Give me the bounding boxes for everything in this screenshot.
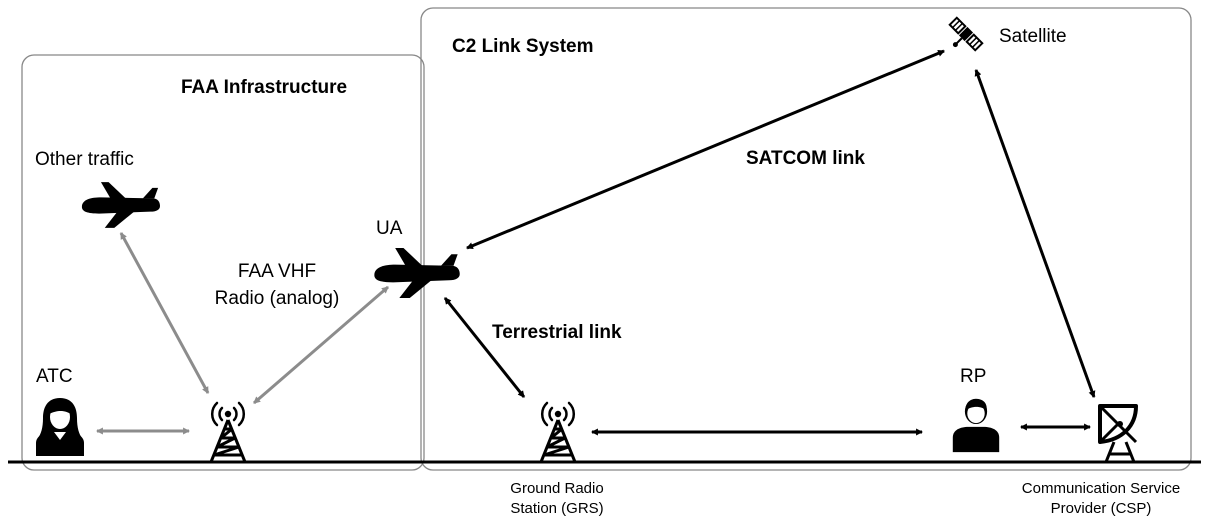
grs-radio-tower-icon xyxy=(539,401,577,462)
atc-person-icon xyxy=(36,398,84,456)
c2-link-system-region xyxy=(420,7,1192,471)
vhf-radio-label-line1: FAA VHF xyxy=(238,261,316,282)
other-traffic-label: Other traffic xyxy=(35,149,134,170)
csp-label-line2: Provider (CSP) xyxy=(1051,500,1152,517)
faa-infrastructure-region xyxy=(21,54,425,471)
grs-label-line1: Ground Radio xyxy=(510,480,603,497)
csp-label-line1: Communication Service xyxy=(1022,480,1180,497)
faa-infrastructure-title: FAA Infrastructure xyxy=(181,77,347,98)
grs-label-line2: Station (GRS) xyxy=(510,500,603,517)
satellite-to-csp-link xyxy=(974,69,1096,398)
terrestrial-link-label: Terrestrial link xyxy=(492,322,622,343)
other-traffic-to-tower-link xyxy=(119,232,210,394)
atc-label: ATC xyxy=(36,366,73,387)
satellite-icon xyxy=(946,16,984,54)
satcom-link xyxy=(466,49,945,250)
other-traffic-airplane-icon xyxy=(81,182,160,228)
c2-link-system-title: C2 Link System xyxy=(452,36,594,57)
faa-radio-tower-icon xyxy=(209,401,247,462)
rp-label: RP xyxy=(960,366,986,387)
vhf-radio-label-line2: Radio (analog) xyxy=(215,288,340,309)
ua-airplane-icon xyxy=(374,248,460,298)
ua-label: UA xyxy=(376,218,403,239)
terrestrial-link xyxy=(443,297,526,398)
tower-to-ua-link xyxy=(253,285,389,405)
rp-person-icon xyxy=(952,398,1000,453)
satellite-label: Satellite xyxy=(999,26,1067,47)
satcom-link-label: SATCOM link xyxy=(746,148,865,169)
csp-satellite-dish-icon xyxy=(1098,404,1138,462)
